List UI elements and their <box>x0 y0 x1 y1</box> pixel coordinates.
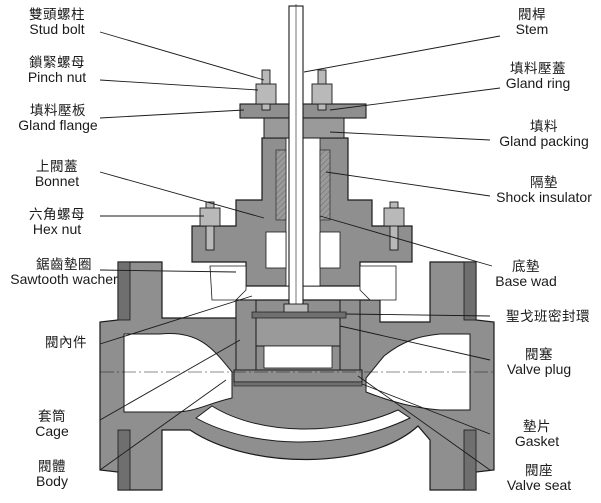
hex-nut-right <box>383 207 405 227</box>
label-body-en: Body <box>36 473 68 490</box>
label-bonnet-en: Bonnet <box>34 173 80 190</box>
label-stud-bolt-en: Stud bolt <box>29 21 85 38</box>
right-pocket <box>359 265 397 301</box>
leader-gland-packing <box>329 131 491 141</box>
label-base-wad-en: Base wad <box>495 273 557 290</box>
label-gasket-en: Gasket <box>514 433 560 450</box>
label-cage-zh: 套筒 <box>38 409 66 425</box>
gland-ring <box>263 117 345 139</box>
base-wad-right <box>319 231 341 269</box>
leader-gasket <box>361 383 491 435</box>
gland-packing-right <box>319 149 331 221</box>
leader-bonnet <box>99 171 265 219</box>
label-seal-ring: 聖戈班密封環 <box>498 310 598 324</box>
leader-stud-bolt <box>99 31 265 81</box>
label-base-wad: 底墊 Base wad <box>486 260 566 289</box>
label-stem: 閥桿 Stem <box>500 8 564 37</box>
seal-ring <box>251 311 347 319</box>
label-gasket: 墊片 Gasket <box>504 420 570 449</box>
label-valve-seat-en: Valve seat <box>506 477 572 494</box>
plug-skirt <box>263 345 333 369</box>
leader-valve-plug <box>339 325 491 361</box>
label-shock-insulator-en: Shock insulator <box>496 189 592 206</box>
label-stem-en: Stem <box>515 21 549 38</box>
label-base-wad-zh: 底墊 <box>512 259 540 275</box>
label-hex-nut: 六角螺母 Hex nut <box>14 208 100 237</box>
leader-body <box>99 379 227 471</box>
label-gland-packing-en: Gland packing <box>499 133 589 150</box>
pinch-nut-left <box>255 83 277 105</box>
label-body: 閥體 Body <box>22 460 82 489</box>
label-pinch-nut-en: Pinch nut <box>27 69 87 86</box>
label-cage: 套筒 Cage <box>22 410 82 439</box>
leader-cage <box>99 339 241 421</box>
cage-left <box>235 299 257 371</box>
label-gland-packing: 填料 Gland packing <box>488 120 600 149</box>
gland-packing <box>275 149 287 221</box>
label-sawtooth-washer-en: Sawtooth wacher <box>10 271 118 288</box>
label-gland-flange: 填料壓板 Gland flange <box>10 104 106 133</box>
label-pinch-nut: 鎖緊螺母 Pinch nut <box>14 56 100 85</box>
label-trim-zh: 閥內件 <box>45 335 87 351</box>
label-gland-ring-en: Gland ring <box>505 75 571 92</box>
label-body-zh: 閥體 <box>38 459 66 475</box>
leader-pinch-nut <box>99 79 259 91</box>
label-seal-ring-zh: 聖戈班密封環 <box>506 309 590 325</box>
label-sawtooth-washer: 鋸齒墊圈 Sawtooth wacher <box>0 258 128 287</box>
label-bonnet: 上閥蓋 Bonnet <box>14 160 100 189</box>
label-bonnet-zh: 上閥蓋 <box>36 159 78 175</box>
label-valve-plug-zh: 閥塞 <box>525 347 553 363</box>
leader-lines-left <box>99 31 265 471</box>
gasket <box>233 381 363 387</box>
label-hex-nut-en: Hex nut <box>32 221 82 238</box>
label-shock-insulator: 隔墊 Shock insulator <box>488 176 600 205</box>
label-trim: 閥內件 <box>36 336 96 350</box>
valve-plug <box>255 315 341 347</box>
left-pocket <box>209 265 247 301</box>
bottom-passage <box>195 405 412 443</box>
left-flange-face-bottom <box>117 429 131 491</box>
label-gland-ring-zh: 填料壓蓋 <box>510 61 566 77</box>
label-valve-plug: 閥塞 Valve plug <box>494 348 584 377</box>
label-hex-nut-zh: 六角螺母 <box>29 207 85 223</box>
leader-base-wad <box>319 215 493 267</box>
leader-gland-ring <box>329 87 501 111</box>
label-stud-bolt-zh: 雙頭螺柱 <box>29 7 85 23</box>
leader-shock-insulator <box>325 171 491 197</box>
label-gasket-zh: 墊片 <box>523 419 551 435</box>
label-gland-ring: 填料壓蓋 Gland ring <box>490 62 586 91</box>
leader-valve-seat <box>357 375 491 471</box>
leader-stem <box>303 35 501 73</box>
label-valve-seat-zh: 閥座 <box>525 463 553 479</box>
label-valve-seat: 閥座 Valve seat <box>494 464 584 493</box>
label-stud-bolt: 雙頭螺柱 Stud bolt <box>14 8 100 37</box>
trim-assembly <box>233 299 363 387</box>
pinch-nut-right <box>311 83 333 105</box>
label-gland-flange-zh: 填料壓板 <box>30 103 86 119</box>
right-flange-face <box>463 261 477 321</box>
leader-trim <box>99 295 253 345</box>
hex-nut-left <box>199 207 221 227</box>
leader-seal-ring <box>345 313 491 317</box>
leader-sawtooth-washer <box>99 269 237 273</box>
leader-lines-right <box>303 35 501 471</box>
label-stem-zh: 閥桿 <box>518 7 546 23</box>
label-shock-insulator-zh: 隔墊 <box>530 175 558 191</box>
bonnet-studs <box>199 201 405 251</box>
leader-gland-flange <box>99 109 245 119</box>
label-cage-en: Cage <box>35 423 69 440</box>
label-pinch-nut-zh: 鎖緊螺母 <box>29 55 85 71</box>
label-sawtooth-washer-zh: 鋸齒墊圈 <box>36 257 92 273</box>
base-wad <box>265 231 287 269</box>
label-valve-plug-en: Valve plug <box>506 361 572 378</box>
right-flange-face-bottom <box>463 429 477 491</box>
label-gland-flange-en: Gland flange <box>18 117 98 134</box>
cage-right <box>339 299 361 371</box>
left-flange-face <box>117 261 131 321</box>
label-gland-packing-zh: 填料 <box>530 119 558 135</box>
